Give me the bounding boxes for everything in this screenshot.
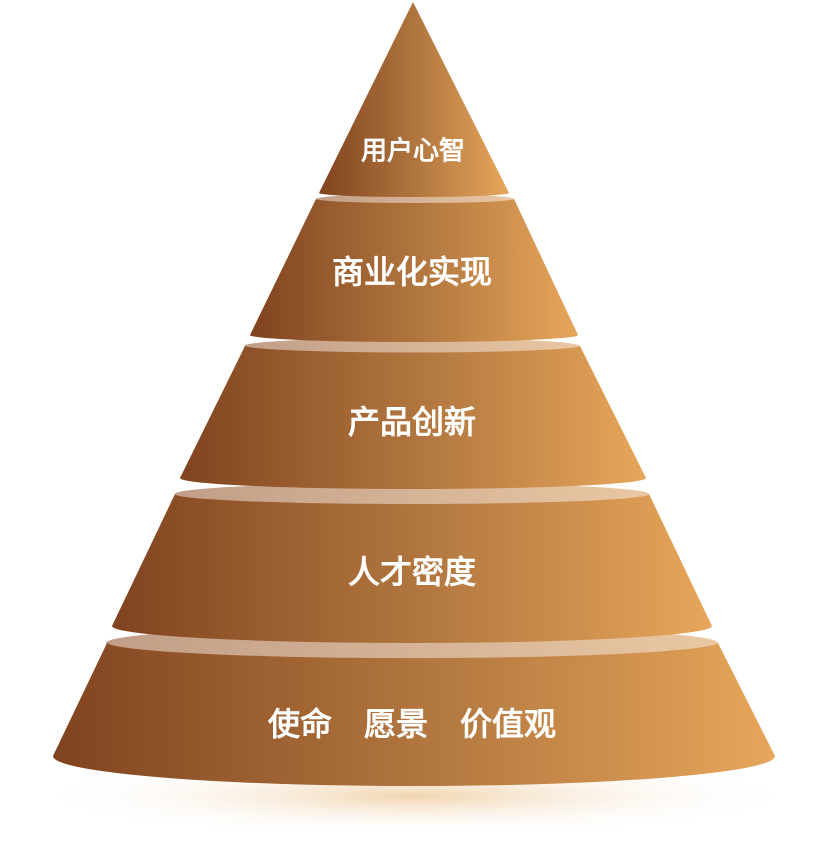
- pyramid-tier-1: 用户心智: [319, 2, 509, 197]
- tier-2-label: 商业化实现: [332, 253, 492, 291]
- tier-1-label: 用户心智: [361, 136, 465, 167]
- pyramid-tier-2: 商业化实现: [250, 194, 578, 342]
- tier-3-label: 产品创新: [348, 403, 476, 441]
- pyramid-tier-3: 产品创新: [180, 338, 646, 489]
- tier-4-label: 人才密度: [348, 553, 476, 591]
- pyramid-tier-4: 人才密度: [112, 483, 712, 643]
- tier-5-label: 使命 愿景 价值观: [267, 705, 556, 743]
- pyramid-tier-5: 使命 愿景 价值观: [53, 626, 775, 786]
